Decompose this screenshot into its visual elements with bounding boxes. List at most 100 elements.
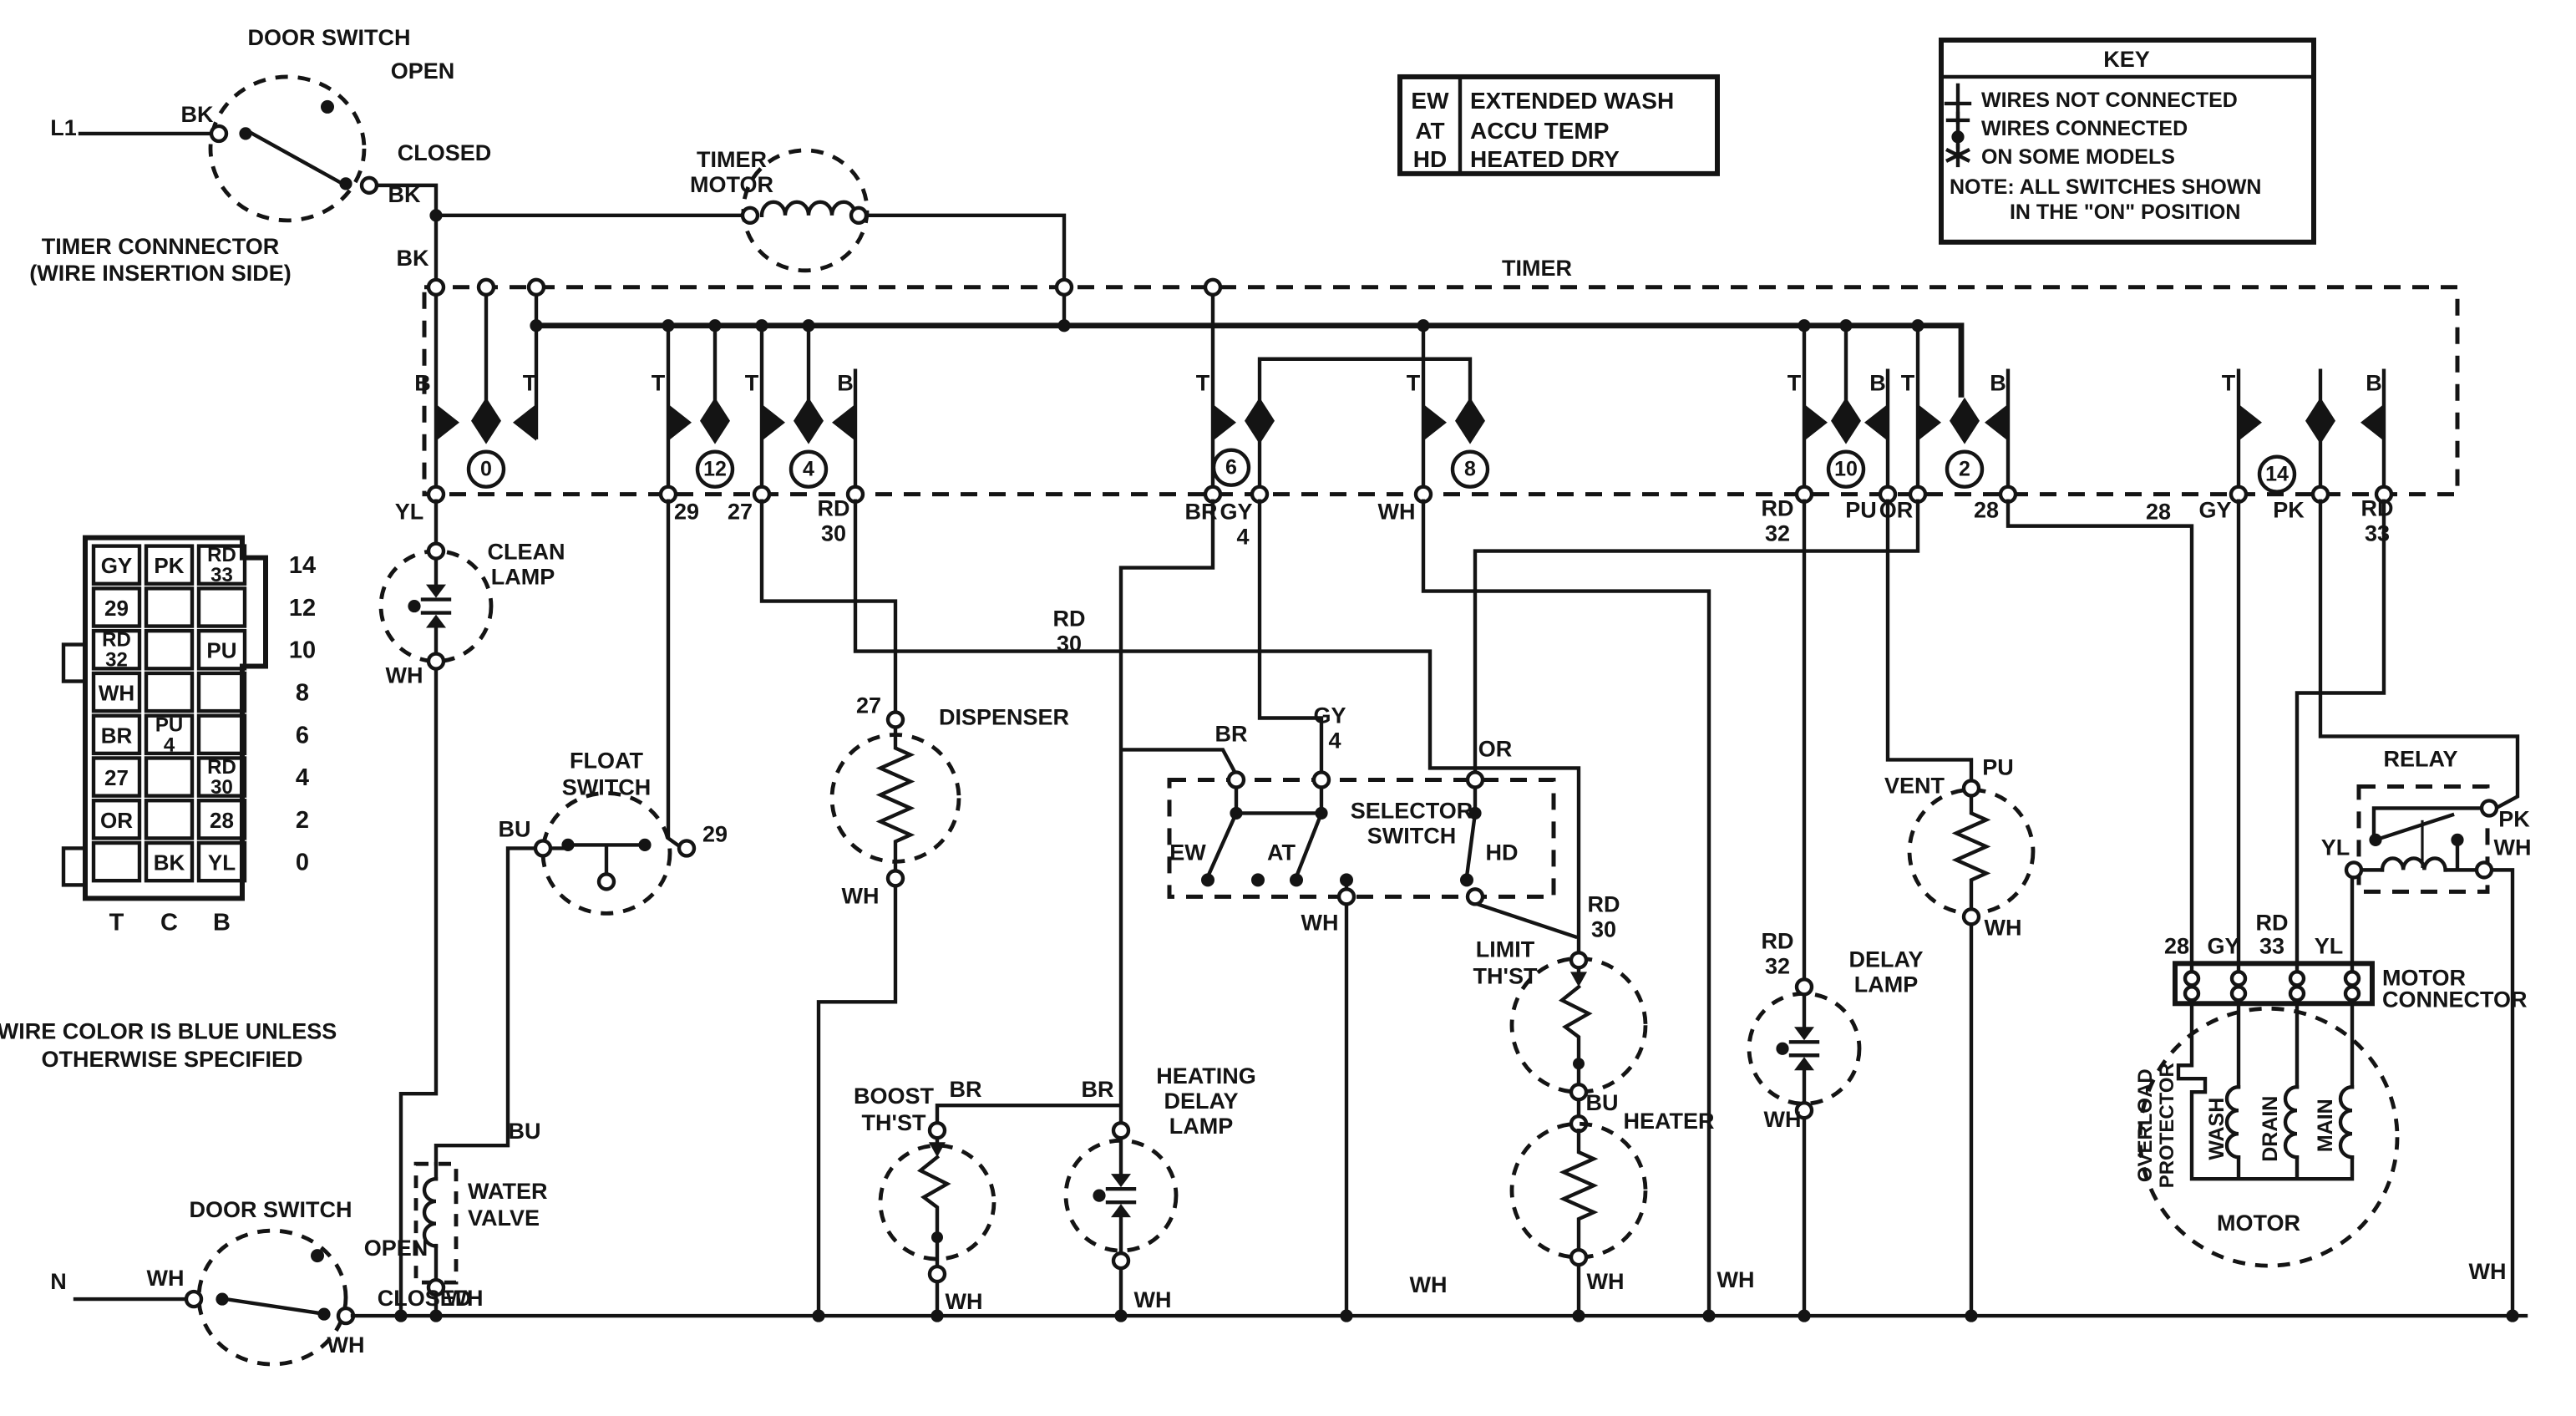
wire-note-2: OTHERWISE SPECIFIED <box>42 1047 303 1072</box>
clean-lamp-label-2: LAMP <box>491 565 555 590</box>
neutral-bus <box>350 1309 2528 1322</box>
heater <box>1509 1121 1648 1267</box>
connector-cell-label-0-b: YL <box>208 850 236 875</box>
connector-cell-2-T <box>91 799 142 840</box>
float-switch-label-1: FLOAT <box>570 748 643 773</box>
clean-lamp-label-1: CLEAN <box>488 540 565 565</box>
wire-rd30-a1: RD <box>818 496 850 521</box>
wire-pk: PK <box>2273 498 2305 523</box>
connector-cell-4-T <box>91 756 142 798</box>
vent-pu-label: PU <box>1982 754 2014 779</box>
connector-cell-10-B <box>196 628 247 671</box>
timer-connector-label-2: (WIRE INSERTION SIDE) <box>29 261 291 286</box>
selector-ew-label: EW <box>1169 840 1206 865</box>
connector-cell-14-C <box>144 544 195 586</box>
selector-label-2: SWITCH <box>1367 823 1456 848</box>
open-bottom-label: OPEN <box>364 1236 428 1261</box>
wire-rd30-a2: 30 <box>821 521 846 546</box>
door-switch-bottom-label: DOOR SWITCH <box>190 1197 352 1222</box>
connector-cell-12-B <box>196 586 247 628</box>
key-item-1: WIRES CONNECTED <box>1981 117 2188 140</box>
connector-cell-label-4-t: 27 <box>104 765 129 790</box>
bk-label-3: BK <box>397 246 429 271</box>
contact-number-10: 10 <box>1834 458 1858 481</box>
wire-gy4-a2: 4 <box>1236 525 1249 550</box>
timer-letter-b0: B <box>414 371 431 396</box>
timer-motor-label-1: TIMER <box>697 147 767 172</box>
connector-cell-8-B <box>196 671 247 713</box>
wire-27: 27 <box>728 500 753 525</box>
boost-label-1: BOOST <box>854 1084 934 1109</box>
selector-rd30-label-2: 30 <box>1591 916 1616 941</box>
wire-rd30-b1: RD <box>1053 606 1086 632</box>
motor-gy-label: GY <box>2207 933 2239 958</box>
connector-pin-12: 12 <box>289 595 316 622</box>
connector-cell-label-6-t: BR <box>101 723 133 748</box>
connector-cell-6-T <box>91 713 142 756</box>
overload-label-1: OVERLOAD <box>2134 1068 2157 1182</box>
wire-28-b: 28 <box>2146 500 2171 525</box>
wire-rd33-1: RD <box>2361 496 2394 521</box>
connector-pin-8: 8 <box>296 680 309 707</box>
heatdelay-wh-label: WH <box>1134 1287 1172 1312</box>
delay-lamp-label-1: DELAY <box>1848 947 1923 972</box>
timer-label: TIMER <box>1502 256 1572 281</box>
motor-connector-label-1: MOTOR <box>2382 965 2466 990</box>
wire-rd32-a1: RD <box>1762 496 1794 521</box>
heater-wh-label: WH <box>1587 1269 1625 1294</box>
key-note-2: IN THE "ON" POSITION <box>2010 200 2240 224</box>
timer-letter-t14: T <box>2222 371 2236 396</box>
boost-thermostat <box>878 1121 996 1318</box>
door-bottom-wh-1: WH <box>147 1266 185 1291</box>
timer-letter-b10: B <box>1869 371 1886 396</box>
timer-letter-t2: T <box>1901 371 1915 396</box>
wire-or: OR <box>1879 498 1913 523</box>
selector-label-1: SELECTOR <box>1351 798 1473 823</box>
bus-wh-label-1: WH <box>1410 1272 1448 1297</box>
routing-wires <box>398 499 2520 1318</box>
timer-letter-b2: B <box>1990 371 2006 396</box>
key-box <box>1939 37 2316 245</box>
abbrev-meaning-1: ACCU TEMP <box>1470 118 1609 144</box>
connector-cell-8-C <box>144 671 195 713</box>
valve-wh-label: WH <box>446 1286 484 1311</box>
connector-pin-10: 10 <box>289 637 316 664</box>
connector-cell-12-T <box>91 586 142 628</box>
valve-bu-label: BU <box>509 1119 541 1144</box>
timer-letter-t10: T <box>1787 371 1802 396</box>
connector-cell-0-T <box>91 840 142 883</box>
water-valve-label-2: VALVE <box>468 1205 540 1231</box>
connector-pin-6: 6 <box>296 722 309 749</box>
connector-pin-14: 14 <box>289 552 316 579</box>
connector-pin-0: 0 <box>296 850 309 876</box>
selector-gy-label-2: 4 <box>1328 728 1341 753</box>
abbrev-box <box>1397 74 1720 176</box>
boost-label-2: TH'ST <box>862 1110 926 1135</box>
wire-29: 29 <box>674 500 699 525</box>
vent-label: VENT <box>1884 773 1945 798</box>
n-label: N <box>50 1269 67 1294</box>
connector-cell-label-14-t: GY <box>101 553 133 578</box>
motor <box>2137 1002 2400 1268</box>
contact-number-6: 6 <box>1225 456 1237 480</box>
abbrev-meaning-2: HEATED DRY <box>1470 146 1620 172</box>
delay-lamp-label-2: LAMP <box>1854 972 1918 997</box>
connector-cell-8-T <box>91 671 142 713</box>
heatdelay-label-1: HEATING <box>1156 1063 1255 1089</box>
bk-label-2: BK <box>388 182 421 207</box>
wires-connected-icon <box>1945 111 1970 150</box>
heater-bu-label: BU <box>1586 1090 1619 1115</box>
limit-label-2: TH'ST <box>1473 963 1538 988</box>
vent <box>1907 779 2036 926</box>
selector-br-label: BR <box>1215 721 1248 746</box>
motor-rd33-label-2: 33 <box>2259 933 2284 958</box>
relay-pk-label: PK <box>2498 806 2530 831</box>
relay <box>2344 784 2515 1318</box>
connector-cell-6-B <box>196 713 247 756</box>
selector-rd30-label-1: RD <box>1588 891 1620 916</box>
connector-cell-4-C <box>144 756 195 798</box>
